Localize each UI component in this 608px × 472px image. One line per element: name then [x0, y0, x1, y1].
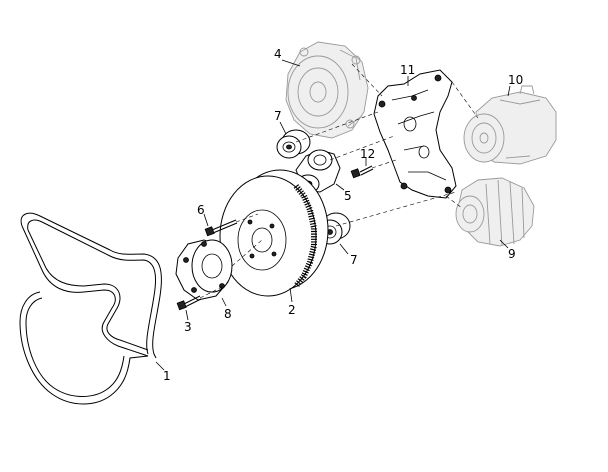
- callout-1: 1: [163, 369, 171, 383]
- part-6-bolt: [204, 219, 238, 237]
- callout-labels: 1 2 3 4 5 6 7 7 8 9 10 11 12: [163, 47, 523, 383]
- callout-12: 12: [360, 147, 375, 161]
- part-2-crankshaft-pulley: [219, 169, 329, 297]
- callout-8: 8: [224, 307, 232, 321]
- callout-7-lower: 7: [350, 253, 358, 267]
- part-4-water-pump: [285, 41, 369, 139]
- part-8-pulley-hub: [175, 239, 233, 301]
- callout-3: 3: [184, 320, 192, 334]
- callout-5: 5: [344, 189, 352, 203]
- callout-9: 9: [508, 247, 516, 261]
- part-7-idler-pulley-upper: [276, 129, 311, 159]
- part-10-ac-compressor: [463, 85, 557, 165]
- leader-lines: [155, 59, 511, 371]
- callout-4: 4: [274, 47, 282, 61]
- callout-6: 6: [197, 203, 205, 217]
- part-9-alternator: [455, 177, 535, 247]
- callout-10: 10: [508, 73, 523, 87]
- part-1-serpentine-belt: [19, 212, 162, 405]
- part-11-mounting-bracket: [373, 69, 457, 199]
- part-12-bolt: [350, 165, 374, 179]
- callout-2: 2: [288, 303, 296, 317]
- alignment-lines: [199, 63, 479, 299]
- part-3-bolt: [176, 295, 202, 311]
- callout-11: 11: [400, 63, 415, 77]
- callout-7-upper: 7: [274, 109, 282, 123]
